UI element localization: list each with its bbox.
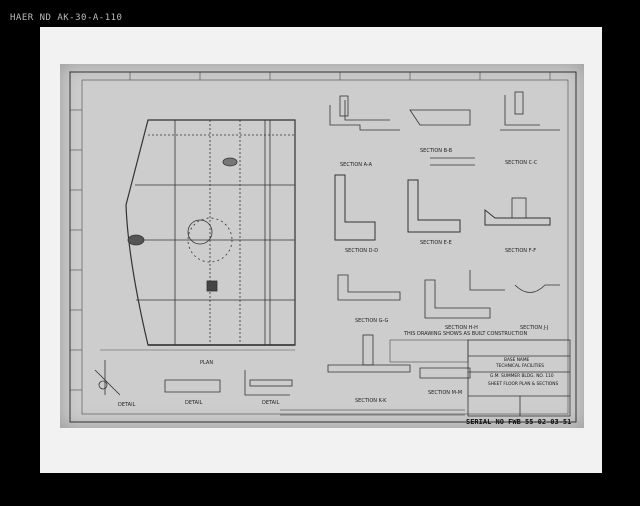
detail-label-1: DETAIL	[118, 402, 136, 408]
section-label-ff: SECTION F-F	[505, 248, 537, 254]
bottom-details	[94, 360, 293, 396]
title-block-line-1: BASE NAME	[504, 358, 530, 363]
detail-label-3: DETAIL	[262, 400, 280, 406]
section-label-jj: SECTION J-J	[520, 325, 549, 331]
lower-sections	[327, 270, 560, 379]
top-details	[329, 91, 560, 131]
section-label-hh: SECTION H-H	[445, 325, 478, 331]
title-block-line-4: SHEET FLOOR PLAN & SECTIONS	[488, 382, 559, 387]
plan-label: PLAN	[200, 360, 214, 366]
section-label-bb: SECTION B-B	[420, 148, 453, 154]
title-block-line-3: G.M. SUMMER BLDG. NO. 110	[490, 374, 554, 379]
title-block-box	[389, 339, 571, 417]
detail-label-2: DETAIL	[185, 400, 203, 406]
record-id: HAER ND AK-30-A-110	[10, 13, 123, 23]
floor-plan	[100, 119, 296, 351]
section-label-dd: SECTION D-D	[345, 248, 379, 254]
title-block-line-2: TECHNICAL FACILITIES	[496, 364, 544, 369]
section-label-gg: SECTION G-G	[355, 318, 389, 324]
asbuilt-note: THIS DRAWING SHOWS AS BUILT CONSTRUCTION	[404, 331, 528, 337]
section-label-kk: SECTION K-K	[355, 398, 387, 404]
section-label-aa: SECTION A-A	[340, 162, 373, 168]
section-label-ee: SECTION E-E	[420, 240, 452, 246]
section-label-mm: SECTION M-M	[428, 390, 463, 396]
section-label-cc: SECTION C-C	[505, 160, 538, 166]
mid-sections	[334, 157, 551, 241]
serial-number: SERIAL NO FWB 55-02-03-51	[466, 418, 572, 426]
